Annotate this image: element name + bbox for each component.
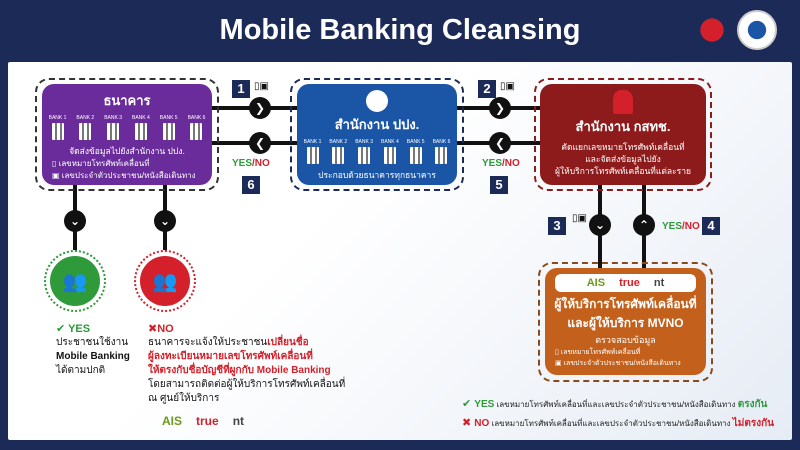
amlo-subtitle: ประกอบด้วยธนาคารทุกธนาคาร xyxy=(318,170,436,180)
nbtc-line: ผู้ให้บริการโทรศัพท์เคลื่อนที่แต่ละราย xyxy=(555,166,691,176)
legend-no: ✖ NO เลขหมายโทรศัพท์เคลื่อนที่และเลขประจ… xyxy=(462,417,774,429)
phone-item: เลขหมายโทรศัพท์เคลื่อนที่ xyxy=(58,159,150,168)
yes-people-icon: 👥 xyxy=(44,250,106,312)
true-logo: true xyxy=(619,277,640,289)
arrow-right-icon: ❯ xyxy=(249,97,271,119)
step-3: 3 xyxy=(548,217,566,235)
bank-icon: BANK 2 xyxy=(76,115,94,140)
bank-icon: BANK 6 xyxy=(188,115,205,140)
true-logo: true xyxy=(196,414,219,428)
page-title: Mobile Banking Cleansing xyxy=(219,14,581,46)
phone-id-icon: ▯▣ xyxy=(254,81,269,92)
bank-icon: BANK 3 xyxy=(355,139,373,164)
bank-box: ธนาคาร BANK 1 BANK 2 BANK 3 BANK 4 BANK … xyxy=(42,84,212,185)
bank-icon: BANK 1 xyxy=(304,139,321,164)
arrow-down-icon: ⌄ xyxy=(589,214,611,236)
operator-logos: AIS true nt xyxy=(555,274,696,292)
nbtc-line: และจัดส่งข้อมูลไปยัง xyxy=(585,154,661,164)
nt-logo: nt xyxy=(653,277,665,289)
operator-title: ผู้ให้บริการโทรศัพท์เคลื่อนที่ xyxy=(554,297,697,311)
operator-title: และผู้ให้บริการ MVNO xyxy=(567,316,684,330)
amlo-box-outline xyxy=(290,78,464,191)
operator-subtitle: ตรวจสอบข้อมูล xyxy=(595,335,656,345)
id-item: เลขประจำตัวประชาชน/หนังสือเดินทาง xyxy=(61,171,196,180)
bank-icon: BANK 5 xyxy=(160,115,178,140)
yes-no-label: YES/NO xyxy=(482,158,520,169)
yes-result: ✔ YES ประชาชนใช้งาน Mobile Banking ได้ตา… xyxy=(56,323,130,376)
nbtc-line: คัดแยกเลขหมายโทรศัพท์เคลื่อนที่ xyxy=(561,142,685,152)
arrow-left-icon: ❮ xyxy=(249,132,271,154)
arrow-down-icon: ⌄ xyxy=(154,210,176,232)
x-icon: ✖ xyxy=(462,417,475,429)
arrow-down-icon: ⌄ xyxy=(64,210,86,232)
operator-logos: AIS true nt xyxy=(162,414,345,428)
phone-icon: ▯ xyxy=(555,349,561,356)
phone-id-icon: ▯▣ xyxy=(500,81,515,92)
nbtc-box-outline xyxy=(534,78,712,191)
ais-logo: AIS xyxy=(586,277,606,289)
nbtc-box: สำนักงาน กสทช. คัดแยกเลขหมายโทรศัพท์เคลื… xyxy=(540,84,706,185)
check-icon: ✔ xyxy=(56,323,69,335)
bank-icon: BANK 4 xyxy=(381,139,399,164)
bank-icon: BANK 2 xyxy=(329,139,347,164)
bank-subtitle: จัดส่งข้อมูลไปยังสำนักงาน ปปง. xyxy=(69,146,185,156)
operator-box: AIS true nt ผู้ให้บริการโทรศัพท์เคลื่อนท… xyxy=(545,268,706,375)
id-card-icon: ▣ xyxy=(555,360,564,367)
amlo-title: สำนักงาน ปปง. xyxy=(334,117,420,132)
step-5: 5 xyxy=(490,176,508,194)
yes-no-label: YES/NO xyxy=(232,158,270,169)
nbtc-title: สำนักงาน กสทช. xyxy=(575,119,671,134)
legend-yes: ✔ YES เลขหมายโทรศัพท์เคลื่อนที่และเลขประ… xyxy=(462,398,768,410)
bank-icon: BANK 1 xyxy=(49,115,66,140)
amlo-emblem-icon xyxy=(366,90,388,112)
step-2: 2 xyxy=(478,80,496,98)
nt-logo: nt xyxy=(232,414,245,428)
arrow-right-icon: ❯ xyxy=(489,97,511,119)
check-icon: ✔ xyxy=(462,398,475,410)
bank-box-outline xyxy=(35,78,219,191)
garuda-emblem-icon xyxy=(692,10,732,50)
bank-icon: BANK 3 xyxy=(104,115,122,140)
bank-icon: BANK 4 xyxy=(132,115,150,140)
bank-icon: BANK 6 xyxy=(433,139,450,164)
arrow-left-icon: ❮ xyxy=(489,132,511,154)
yes-no-label: YES/NO xyxy=(662,221,700,232)
id-card-icon: ▣ xyxy=(52,171,62,180)
bank-icon: BANK 5 xyxy=(407,139,425,164)
no-people-icon: 👥 xyxy=(134,250,196,312)
step-4: 4 xyxy=(702,217,720,235)
amlo-box: สำนักงาน ปปง. BANK 1 BANK 2 BANK 3 BANK … xyxy=(297,84,457,185)
step-1: 1 xyxy=(232,80,250,98)
step-6: 6 xyxy=(242,176,260,194)
police-emblem-icon xyxy=(737,10,777,50)
x-icon: ✖ xyxy=(148,323,158,335)
garuda-icon xyxy=(613,90,633,114)
bank-title: ธนาคาร xyxy=(103,93,151,108)
phone-icon: ▯ xyxy=(52,159,59,168)
no-result: ✖NO ธนาคารจะแจ้งให้ประชาชนเปลี่ยนชื่อ ผู… xyxy=(148,323,346,428)
ais-logo: AIS xyxy=(162,414,183,428)
arrow-up-icon: ⌃ xyxy=(633,214,655,236)
phone-id-icon: ▯▣ xyxy=(572,213,587,224)
operator-box-outline xyxy=(538,262,713,382)
